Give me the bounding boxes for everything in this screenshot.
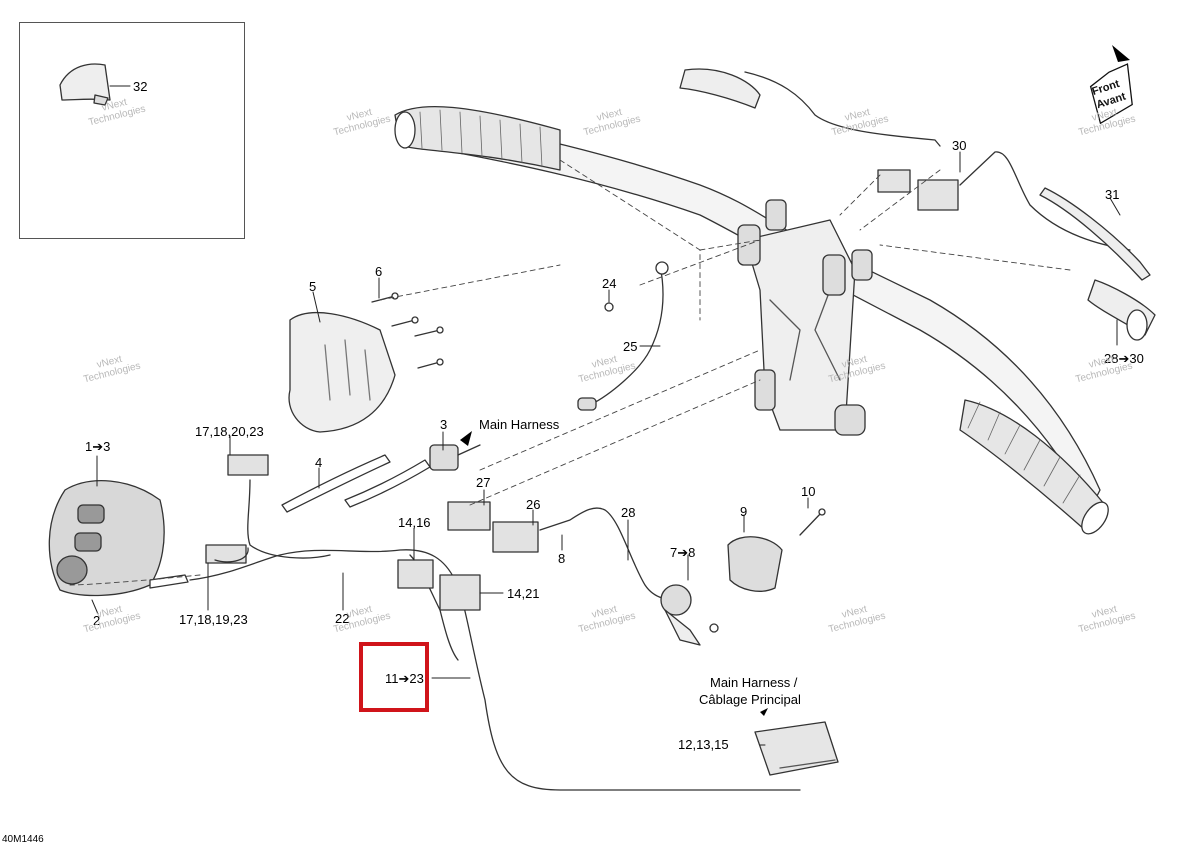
- switch-7-8: [660, 584, 719, 646]
- ground-cable: [577, 261, 669, 411]
- callout-27: 27: [476, 475, 491, 490]
- diagram-code: 40M1446: [2, 834, 44, 845]
- callout-4: 4: [315, 455, 323, 470]
- inset-frame: [19, 22, 245, 239]
- callout-12-13-15: 12,13,15: [678, 737, 729, 752]
- main-harness-plug: [754, 721, 839, 776]
- callout-2: 2: [93, 613, 101, 628]
- callout-14-16: 14,16: [398, 515, 431, 530]
- front-direction-badge: Front Avant: [1081, 62, 1145, 127]
- callout-25: 25: [623, 339, 638, 354]
- callout-1-3: 1➔3: [85, 439, 111, 454]
- callout-24: 24: [602, 276, 617, 291]
- leader-lines: [91, 85, 1121, 746]
- callout-9: 9: [740, 504, 748, 519]
- callout-14-21: 14,21: [507, 586, 540, 601]
- switch-connectors: [205, 454, 269, 564]
- highlight-box: [359, 642, 429, 712]
- heater-element-right: [1039, 187, 1156, 341]
- callout-22: 22: [335, 611, 350, 626]
- main-harness-connector: [429, 444, 481, 471]
- callout-17-18-20-23: 17,18,20,23: [195, 424, 264, 439]
- callout-11-23: 11➔23: [385, 671, 424, 686]
- dashed-guides: [69, 159, 1071, 586]
- main-harness-label-2: Main Harness /: [710, 675, 798, 690]
- callout-8: 8: [558, 551, 566, 566]
- callout-28: 28: [621, 505, 636, 520]
- callout-28-30: 28➔30: [1104, 351, 1144, 366]
- callout-17-18-19-23: 17,18,19,23: [179, 612, 248, 627]
- callout-32: 32: [133, 79, 148, 94]
- callout-10: 10: [801, 484, 816, 499]
- connectors-14: [397, 559, 481, 611]
- callout-30: 30: [952, 138, 967, 153]
- callout-31: 31: [1105, 187, 1120, 202]
- cablage-principal-label: Câblage Principal: [699, 692, 801, 707]
- main-harness-label: Main Harness: [479, 417, 560, 432]
- connectors-26-27: [447, 501, 681, 601]
- arrows: [460, 45, 1130, 716]
- callout-6: 6: [375, 264, 383, 279]
- mirror-part: [59, 63, 111, 106]
- handlebar-riser: [737, 199, 873, 436]
- part-9-10: [727, 508, 826, 592]
- callout-3: 3: [440, 417, 448, 432]
- callout-5: 5: [309, 279, 317, 294]
- switch-housing-cover: [288, 312, 396, 433]
- callout-26: 26: [526, 497, 541, 512]
- arrow-icon: [1089, 63, 1133, 125]
- heater-connector-top: [679, 68, 1131, 251]
- protective-sleeve: [281, 454, 431, 513]
- handlebar: [394, 105, 1109, 535]
- callout-7-8: 7➔8: [670, 545, 696, 560]
- handlebar-switch: [48, 480, 189, 597]
